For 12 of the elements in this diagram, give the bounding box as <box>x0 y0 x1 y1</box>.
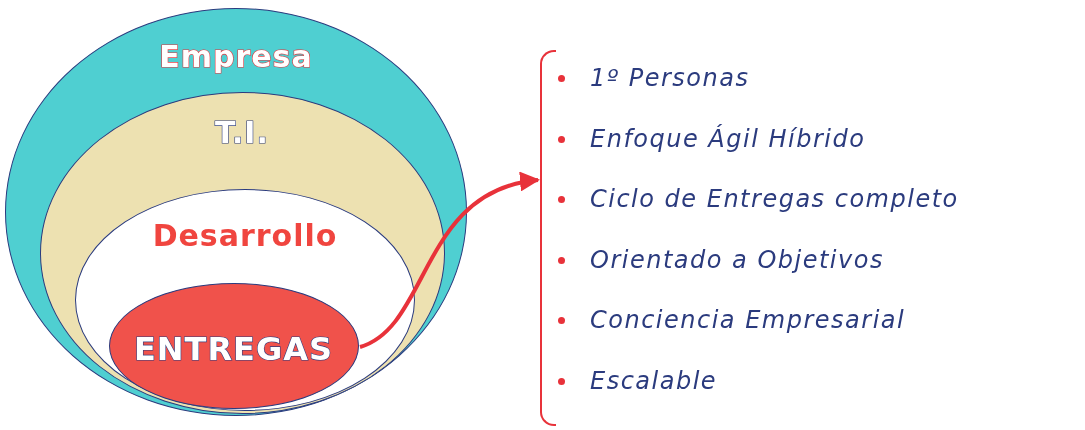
ellipse-title: Desarrollo <box>151 218 339 253</box>
ellipse-title: T.I. <box>214 114 270 150</box>
bullet-item: Escalable <box>540 354 959 415</box>
ellipse-title: ENTREGAS <box>132 329 334 368</box>
bracket <box>540 50 556 426</box>
curved-arrow <box>359 173 540 349</box>
bullet-item: Orientado a Objetivos <box>540 233 959 294</box>
bullet-item: 1º Personas <box>540 52 959 113</box>
bullet-item: Ciclo de Entregas completo <box>540 173 959 234</box>
bullet-item: Conciencia Empresarial <box>540 294 959 355</box>
ellipse-title: Empresa <box>158 39 314 74</box>
bullet-item: Enfoque Ágil Híbrido <box>540 112 959 173</box>
